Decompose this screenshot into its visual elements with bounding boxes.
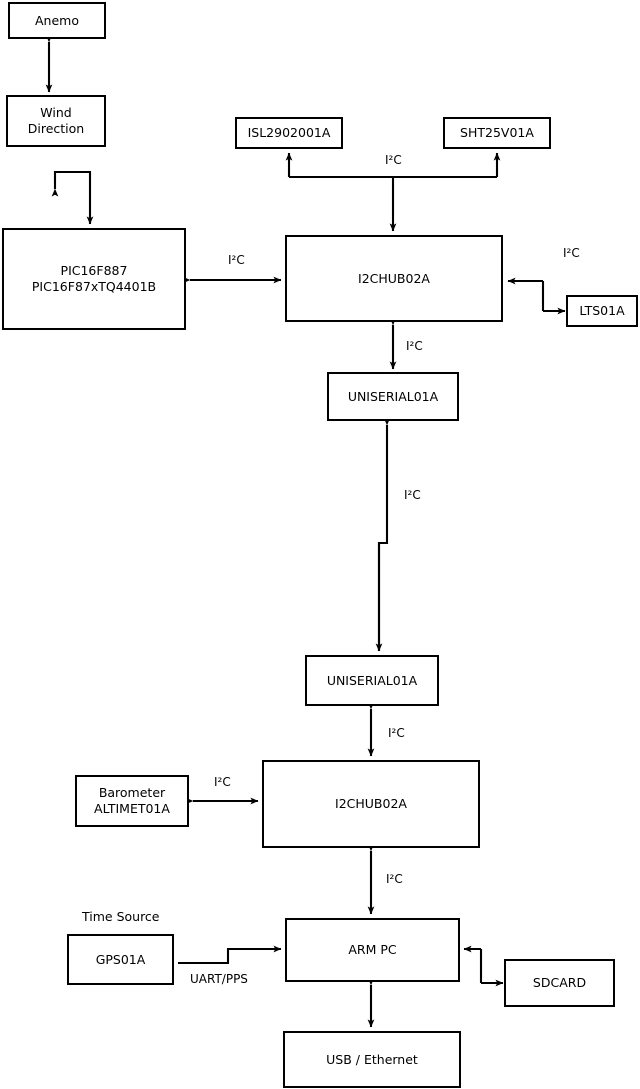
edge-gps-armpc	[178, 945, 282, 965]
node-i2chub02a-bottom[interactable]: I2CHUB02A	[262, 760, 480, 848]
node-sht25v01a[interactable]: SHT25V01A	[443, 117, 551, 149]
node-lts01a-label: LTS01A	[579, 303, 625, 318]
edge-label-hub-uniserial: I²C	[406, 339, 423, 353]
node-anemo-label: Anemo	[35, 12, 79, 28]
edge-label-barometer-hub: I²C	[214, 775, 231, 789]
node-sdcard-label: SDCARD	[532, 975, 587, 990]
node-gps01a[interactable]: GPS01A	[67, 934, 174, 985]
node-wind-direction[interactable]: Wind Direction	[6, 95, 106, 147]
node-anemo[interactable]: Anemo	[8, 2, 106, 39]
node-barometer-altimet01a[interactable]: Barometer ALTIMET01A	[75, 775, 189, 827]
edge-uniserial-link-up	[377, 417, 391, 651]
node-uniserial01a-top-label: UNISERIAL01A	[347, 388, 439, 404]
node-uniserial01a-bottom[interactable]: UNISERIAL01A	[305, 655, 439, 706]
node-sdcard[interactable]: SDCARD	[504, 959, 615, 1007]
edge-label-gps-armpc: UART/PPS	[190, 972, 248, 986]
node-isl2902001a[interactable]: ISL2902001A	[235, 117, 343, 149]
node-uniserial01a-bottom-label: UNISERIAL01A	[326, 672, 418, 688]
node-arm-pc[interactable]: ARM PC	[285, 918, 460, 982]
label-time-source: Time Source	[82, 909, 160, 924]
node-lts01a[interactable]: LTS01A	[566, 295, 638, 327]
node-wind-direction-label: Wind Direction	[27, 105, 85, 136]
node-pic-mcu-label: PIC16F887 PIC16F87xTQ4401B	[31, 263, 157, 294]
node-sht25v01a-label: SHT25V01A	[460, 125, 534, 140]
edge-wind-pic	[51, 170, 94, 225]
edge-label-pic-hub: I²C	[228, 253, 245, 267]
edge-label-hub-lts: I²C	[563, 246, 580, 260]
node-isl2902001a-label: ISL2902001A	[247, 125, 331, 140]
node-uniserial01a-top[interactable]: UNISERIAL01A	[327, 372, 459, 421]
edge-label-uniserial-link: I²C	[404, 488, 421, 502]
node-arm-pc-label: ARM PC	[348, 942, 397, 957]
edge-label-hub-armpc: I²C	[386, 872, 403, 886]
node-barometer-altimet01a-label: Barometer ALTIMET01A	[94, 785, 170, 816]
edge-label-hub-sensors: I²C	[385, 153, 402, 167]
node-i2chub02a-top-label: I2CHUB02A	[358, 270, 430, 286]
node-i2chub02a-bottom-label: I2CHUB02A	[335, 796, 407, 811]
edge-label-uniserial-hub-bottom: I²C	[388, 726, 405, 740]
node-pic-mcu[interactable]: PIC16F887 PIC16F87xTQ4401B	[2, 228, 186, 330]
node-usb-ethernet-label: USB / Ethernet	[326, 1051, 418, 1067]
node-i2chub02a-top[interactable]: I2CHUB02A	[285, 235, 503, 322]
node-usb-ethernet[interactable]: USB / Ethernet	[283, 1031, 461, 1088]
node-gps01a-label: GPS01A	[95, 951, 146, 967]
